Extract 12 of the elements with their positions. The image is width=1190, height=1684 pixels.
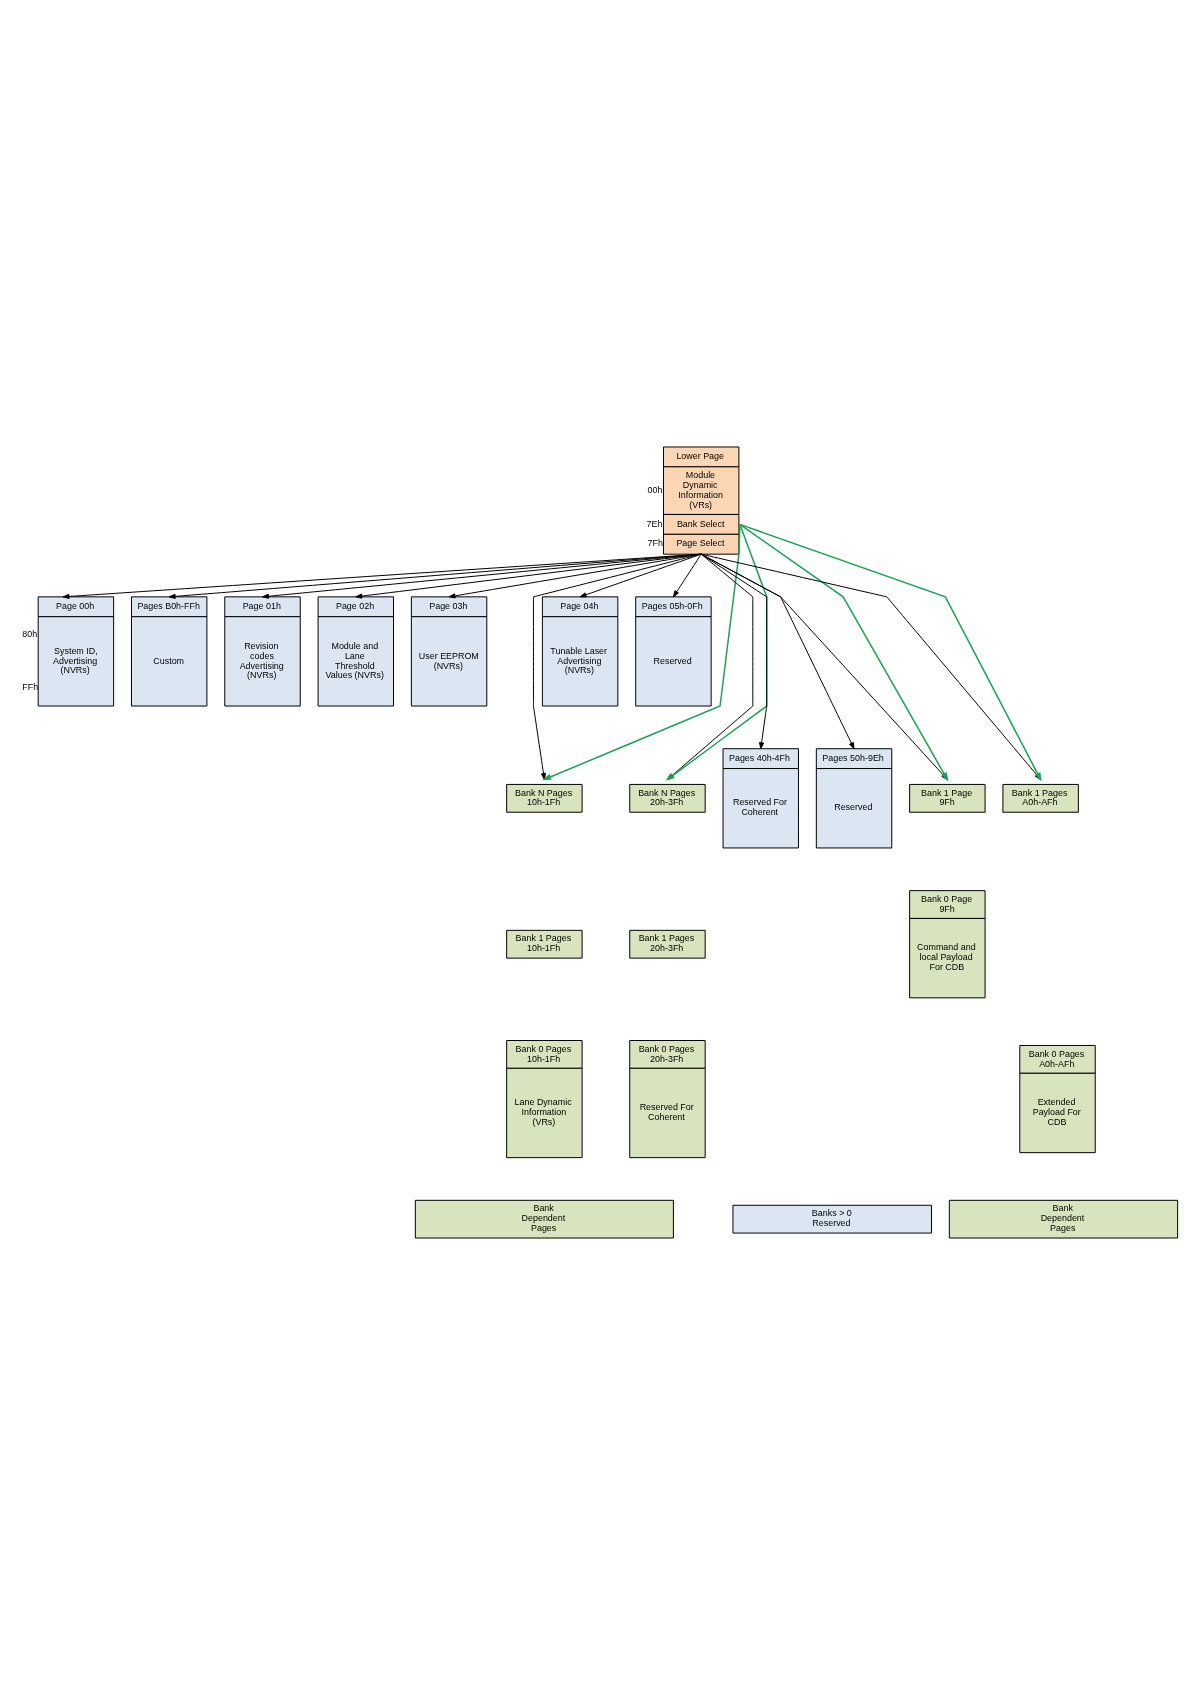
arrow bbox=[579, 553, 702, 597]
arrow bbox=[355, 553, 702, 599]
node-label: 80h bbox=[22, 628, 38, 639]
arrow bbox=[672, 553, 702, 597]
arrow bbox=[62, 553, 702, 599]
arrow bbox=[448, 553, 702, 598]
node-label: 7Fh bbox=[647, 537, 663, 548]
node-label: 7Eh bbox=[646, 518, 663, 529]
arrow bbox=[262, 553, 702, 599]
node-label: FFh bbox=[22, 681, 39, 692]
arrow bbox=[168, 553, 702, 599]
node-label: 00h bbox=[647, 484, 663, 495]
